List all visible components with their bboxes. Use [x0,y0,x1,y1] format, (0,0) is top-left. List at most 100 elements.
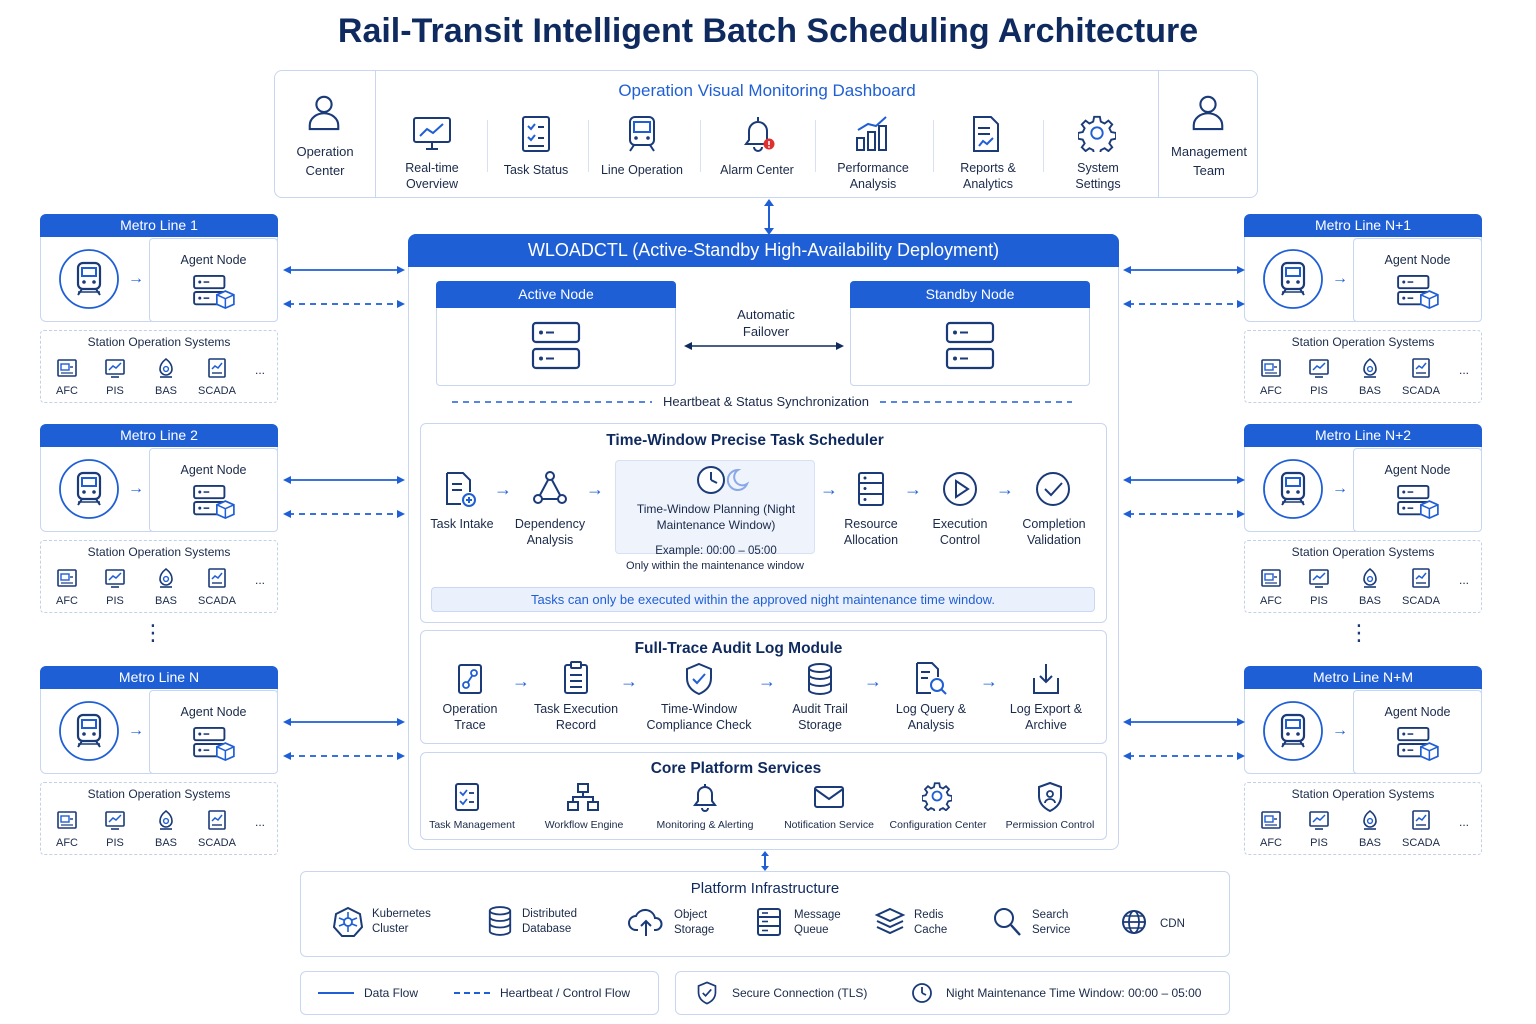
agent-node-panel [149,690,278,774]
page-title: Rail-Transit Intelligent Batch Schedulin… [337,12,1199,50]
infra-item-label: Object Storage [674,909,715,936]
station-system-label: BAS [1358,385,1381,397]
bell-alert-icon[interactable] [738,114,778,154]
infra-item-label: Distributed Database [522,908,577,935]
flow-arrow: → [586,479,604,499]
afc-icon [1260,567,1282,589]
gear-icon [922,781,952,811]
platform-title: Core Platform Services [650,760,822,777]
bas-icon [1359,809,1381,831]
afc-icon [56,809,78,831]
bas-icon [155,809,177,831]
flow-arrow: → [620,671,638,691]
flow-arrow: → [980,671,998,691]
data-flow-arrow [1122,473,1246,487]
afc-icon [56,357,78,379]
station-systems-title: Station Operation Systems [87,335,231,349]
divider [1043,120,1044,172]
task-management-icon [454,782,480,812]
flow-arrow: → [128,480,144,497]
bar-chart-icon[interactable] [854,114,890,154]
scheduler-step-label: Resource Allocation [843,517,899,547]
infra-item-label: Search Service [1032,909,1071,936]
agent-node-icon [192,484,236,520]
metro-line-header: Metro Line 1 [40,214,278,237]
divider [933,120,934,172]
message-queue-icon [756,907,782,937]
station-system-label: AFC [1260,837,1282,849]
station-system-label: AFC [56,837,78,849]
cloud-upload-icon [628,906,664,938]
bas-icon [155,357,177,379]
checklist-icon[interactable] [520,114,552,154]
audit-step-label: Task Execution Record [533,702,619,732]
failover-arrow [684,342,844,350]
station-system-label: BAS [154,837,177,849]
station-systems-panel [1244,782,1482,855]
time-window-note: Only within the maintenance window [626,560,804,572]
station-systems-panel [40,782,278,855]
metro-line-header: Metro Line 2 [40,424,278,447]
station-systems-panel [1244,330,1482,403]
flow-arrow: → [996,479,1014,499]
station-system-label: SCADA [1402,837,1440,849]
pis-icon [1308,357,1330,379]
data-flow-arrow [282,473,406,487]
flow-arrow: → [128,722,144,739]
person-icon [1189,92,1227,132]
dashboard-item-label[interactable]: Reports & Analytics [960,161,1016,191]
more-lines-left: ⋮ [142,620,164,645]
station-system-label: PIS [1310,595,1328,607]
clipboard-icon [562,660,590,696]
data-flow-arrow [1122,715,1246,729]
infra-title: Platform Infrastructure [690,880,840,897]
scheduler-step-label: Task Intake [430,517,494,531]
flow-arrow: → [820,479,838,499]
dashboard-item-label[interactable]: Alarm Center [720,163,794,177]
station-systems-panel [1244,540,1482,613]
metro-line-header: Metro Line N+2 [1244,424,1482,447]
infra-item-label: CDN [1160,918,1185,930]
pis-icon [104,357,126,379]
more-systems: ... [254,573,265,587]
legend-secure: Secure Connection (TLS) [732,986,868,1000]
dashboard-item-label[interactable]: Performance Analysis [837,161,909,191]
audit-step-label: Log Query & Analysis [895,702,967,732]
station-system-label: AFC [1260,595,1282,607]
station-system-label: SCADA [1402,385,1440,397]
dashboard-item-label[interactable]: Task Status [503,163,569,177]
report-icon[interactable] [970,114,1002,154]
platform-item-label: Workflow Engine [544,819,624,831]
station-system-label: SCADA [1402,595,1440,607]
station-system-label: BAS [1358,837,1381,849]
dashboard-item-label[interactable]: Line Operation [600,163,683,177]
data-flow-arrow [1122,263,1246,277]
station-system-label: PIS [1310,837,1328,849]
monitor-chart-icon[interactable] [412,116,452,152]
scada-icon [1410,357,1432,379]
management-team-panel [1158,70,1258,198]
mail-icon [813,785,845,809]
layers-icon [874,906,906,936]
gear-icon[interactable] [1078,114,1116,152]
heartbeat-flow-arrow [282,297,406,311]
train-icon[interactable] [626,114,658,154]
search-document-icon [914,660,948,696]
dashboard-item-label[interactable]: Real-time Overview [405,161,459,191]
heartbeat-flow-arrow [1122,297,1246,311]
station-system-label: PIS [106,837,124,849]
audit-step-label: Operation Trace [442,702,498,732]
audit-panel [420,630,1107,744]
afc-icon [1260,809,1282,831]
flow-arrow: → [864,671,882,691]
infra-item-label: Kubernetes Cluster [372,908,431,935]
heartbeat-line-right [880,401,1072,403]
flow-arrow: → [1332,722,1348,739]
scheduler-note-bar [431,587,1095,612]
bas-icon [1359,357,1381,379]
station-system-label: PIS [106,385,124,397]
dashboard-item-label[interactable]: System Settings [1075,161,1121,191]
scada-icon [1410,809,1432,831]
shield-check-icon [684,662,714,696]
flow-arrow: → [1332,270,1348,287]
